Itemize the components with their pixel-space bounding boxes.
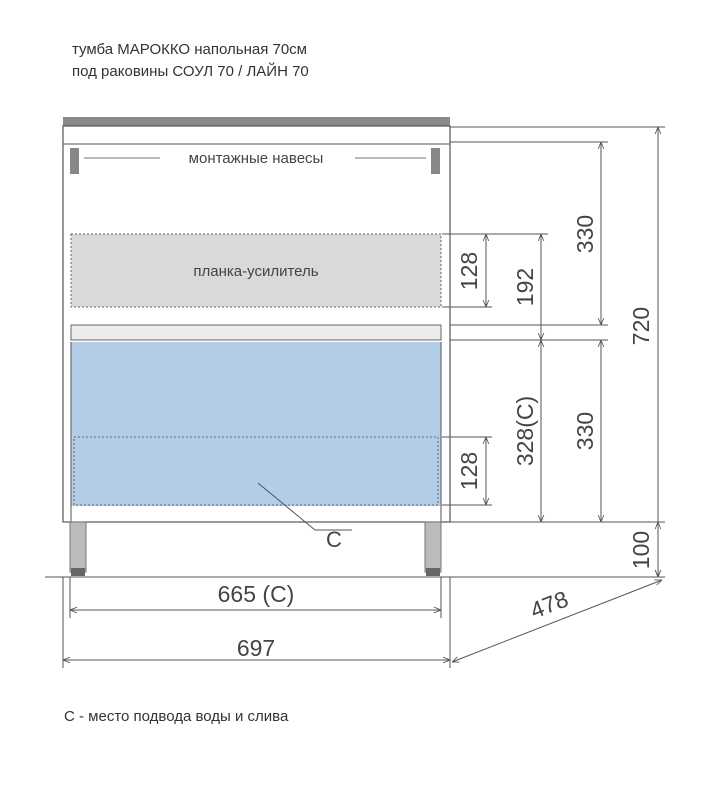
- dim-192-text: 192: [512, 268, 538, 306]
- leg-left: [69, 521, 87, 573]
- dim-665-text: 665 (C): [218, 581, 295, 607]
- dim-330-top-text: 330: [572, 215, 598, 253]
- reinforcement-plank: [70, 233, 442, 308]
- dim-330-bottom-text: 330: [572, 412, 598, 450]
- mounting-label: монтажные навесы: [189, 150, 324, 167]
- dim-720-text: 720: [628, 307, 654, 345]
- reinforcement-label: планка-усилитель: [193, 263, 318, 280]
- divider-shelf: [70, 324, 442, 341]
- dim-328-text: 328(C): [512, 396, 538, 466]
- footnote: C - место подвода воды и слива: [64, 708, 289, 725]
- dim-100-text: 100: [628, 531, 654, 569]
- dim-128-top-text: 128: [456, 252, 482, 290]
- bottom-plank-outline: [73, 436, 439, 506]
- leg-right-foot: [426, 568, 440, 576]
- dim-697-text: 697: [237, 635, 275, 661]
- dim-478-line: [452, 580, 662, 662]
- leg-right: [424, 521, 442, 573]
- water-zone: [71, 342, 441, 506]
- top-board: [63, 117, 450, 126]
- c-marker-label: C: [326, 527, 342, 552]
- hanger-right: [431, 148, 440, 174]
- cabinet-body: [62, 125, 451, 523]
- leg-left-foot: [71, 568, 85, 576]
- dim-128-bottom-text: 128: [456, 452, 482, 490]
- title-line-2: под раковины СОУЛ 70 / ЛАЙН 70: [72, 63, 309, 80]
- title-line-1: тумба МАРОККО напольная 70см: [72, 41, 307, 58]
- c-leader-line: [257, 482, 316, 531]
- hanger-left: [70, 148, 79, 174]
